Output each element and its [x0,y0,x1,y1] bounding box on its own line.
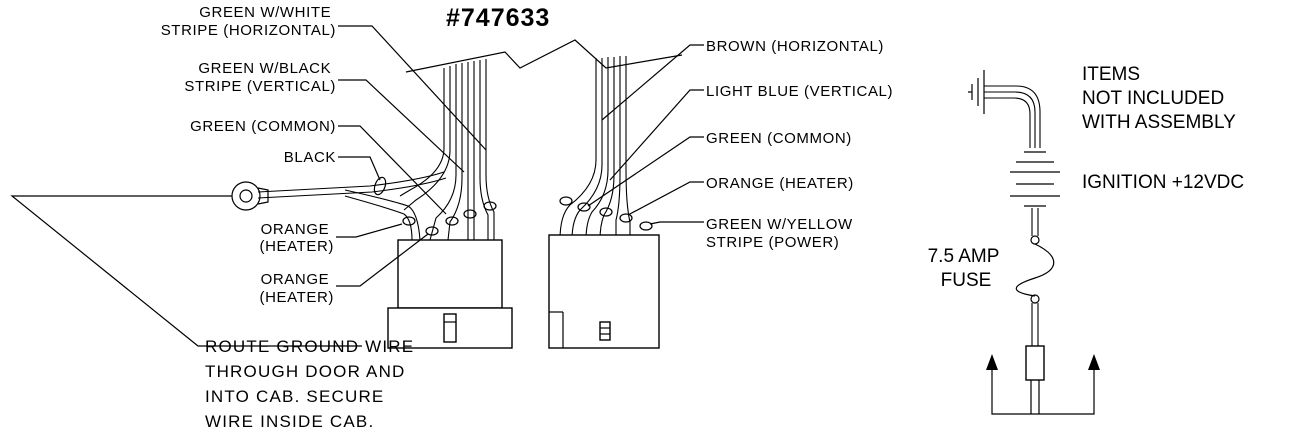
right-connector-plug-icon [548,234,660,349]
label-light-blue: LIGHT BLUE (VERTICAL) [706,83,893,100]
left-wire-bundle [399,59,495,241]
label-orange-heater-2: ORANGE (HEATER) [259,271,334,306]
items-not-included-note: ITEMS NOT INCLUDED WITH ASSEMBLY [1082,64,1236,133]
fuse-icon [1015,235,1055,304]
ground-note-leader [10,195,362,347]
harness-break-line [405,39,683,73]
label-brown: BROWN (HORIZONTAL) [706,38,884,55]
left-connector-plug-icon [387,239,513,349]
fuse-label: 7.5 AMP FUSE [928,246,1005,291]
ring-terminal-icon [231,181,269,211]
ground-route-note: ROUTE GROUND WIRE THROUGH DOOR AND INTO … [205,337,420,431]
orange-heater-wire-2 [344,195,413,241]
orange-heater-wire-1 [344,189,421,241]
left-wire-markers [402,201,497,236]
label-orange-heater-1: ORANGE (HEATER) [259,221,334,255]
label-green-common-right: GREEN (COMMON) [706,130,852,147]
left-leader-lines [336,25,487,287]
label-orange-heater-right: ORANGE (HEATER) [706,175,854,192]
part-number-title: #747633 [446,4,550,32]
ignition-label: IGNITION +12VDC [1082,172,1244,193]
arrow-up-icon [986,354,1100,415]
right-leader-lines [587,44,704,225]
right-wire-markers [559,196,653,231]
label-green-common-left: GREEN (COMMON) [190,118,336,135]
ground-cable [984,85,1041,148]
black-ground-wire [257,171,447,199]
ground-symbol-icon [968,70,985,114]
power-terminal-icon [1025,345,1045,414]
label-green-white-stripe: GREEN W/WHITE STRIPE (HORIZONTAL) [161,4,336,39]
ignition-switch-icon [1010,151,1060,207]
label-black: BLACK [284,149,336,166]
label-green-yellow-stripe: GREEN W/YELLOW STRIPE (POWER) [706,216,858,251]
right-wire-bundle [559,56,631,241]
label-green-black-stripe: GREEN W/BLACK STRIPE (VERTICAL) [184,60,336,95]
